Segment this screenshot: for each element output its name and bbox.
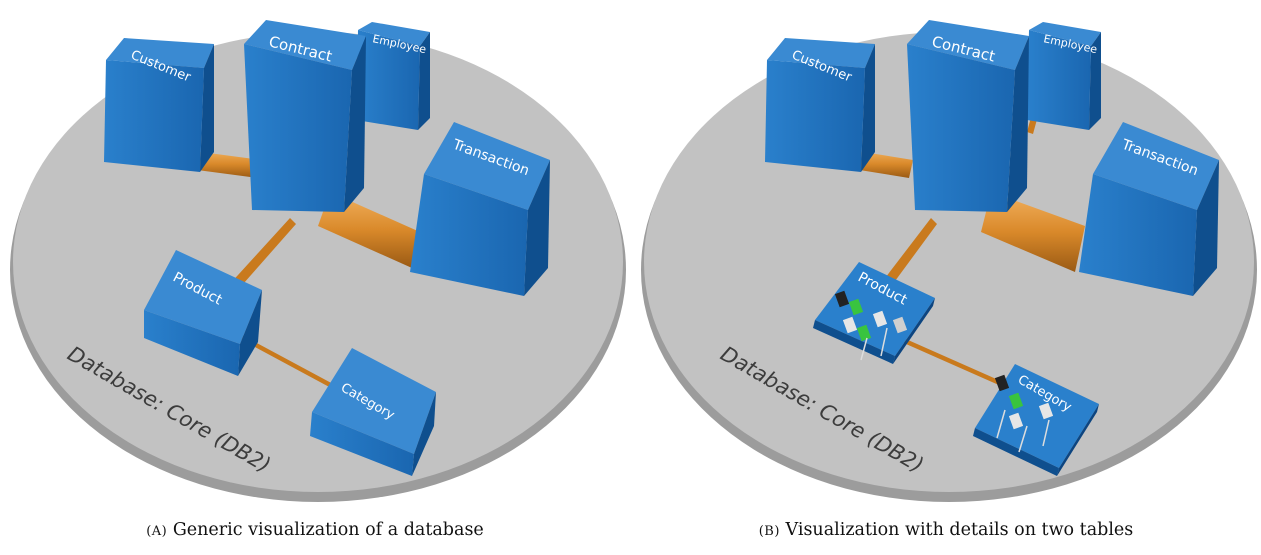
- column-plain-icon: [872, 310, 888, 328]
- caption-b: (B) Visualization with details on two ta…: [631, 520, 1261, 540]
- column-plain-icon: [1008, 412, 1024, 430]
- diagram-b: Customer Employee Contract Transaction: [641, 20, 1257, 502]
- column-divider: [1042, 419, 1050, 447]
- table-employee[interactable]: Employee: [356, 22, 430, 130]
- column-key-icon: [834, 290, 850, 308]
- relation-contract-product: [879, 218, 937, 292]
- caption-tag: (B): [758, 524, 780, 539]
- column-active-icon: [848, 298, 864, 316]
- table-employee[interactable]: Employee: [1027, 22, 1101, 130]
- caption-text: Generic visualization of a database: [172, 520, 484, 540]
- product-columns: [834, 290, 908, 361]
- table-transaction[interactable]: Transaction: [1079, 122, 1219, 296]
- column-plain-icon: [892, 316, 908, 334]
- column-active-icon: [856, 324, 872, 342]
- column-plain-icon: [842, 316, 858, 334]
- table-transaction[interactable]: Transaction: [410, 122, 550, 296]
- column-divider: [996, 409, 1006, 439]
- panel-b: Customer Employee Contract Transaction: [631, 0, 1261, 555]
- relation-product-category: [240, 335, 335, 389]
- table-product[interactable]: Product: [813, 262, 935, 364]
- table-customer[interactable]: Customer: [104, 38, 214, 172]
- column-divider: [860, 337, 868, 361]
- column-active-icon: [1008, 392, 1024, 410]
- caption-tag: (A): [146, 524, 168, 539]
- panel-a: Customer Employee Contract Transaction: [0, 0, 630, 555]
- column-key-icon: [994, 374, 1010, 392]
- table-contract[interactable]: Contract: [244, 20, 366, 212]
- table-category[interactable]: Category: [310, 348, 436, 476]
- table-product[interactable]: Product: [144, 250, 262, 376]
- relation-contract-product: [228, 218, 296, 292]
- column-divider: [1018, 425, 1028, 453]
- table-customer[interactable]: Customer: [765, 38, 875, 172]
- table-category[interactable]: Category: [973, 364, 1099, 476]
- diagram-a: Customer Employee Contract Transaction: [10, 20, 626, 502]
- column-divider: [880, 327, 888, 357]
- relation-product-category: [897, 336, 1003, 386]
- caption-a: (A) Generic visualization of a database: [0, 520, 630, 540]
- column-plain-icon: [1038, 402, 1054, 420]
- table-contract[interactable]: Contract: [907, 20, 1029, 212]
- caption-text: Visualization with details on two tables: [785, 520, 1134, 540]
- category-columns: [994, 374, 1054, 453]
